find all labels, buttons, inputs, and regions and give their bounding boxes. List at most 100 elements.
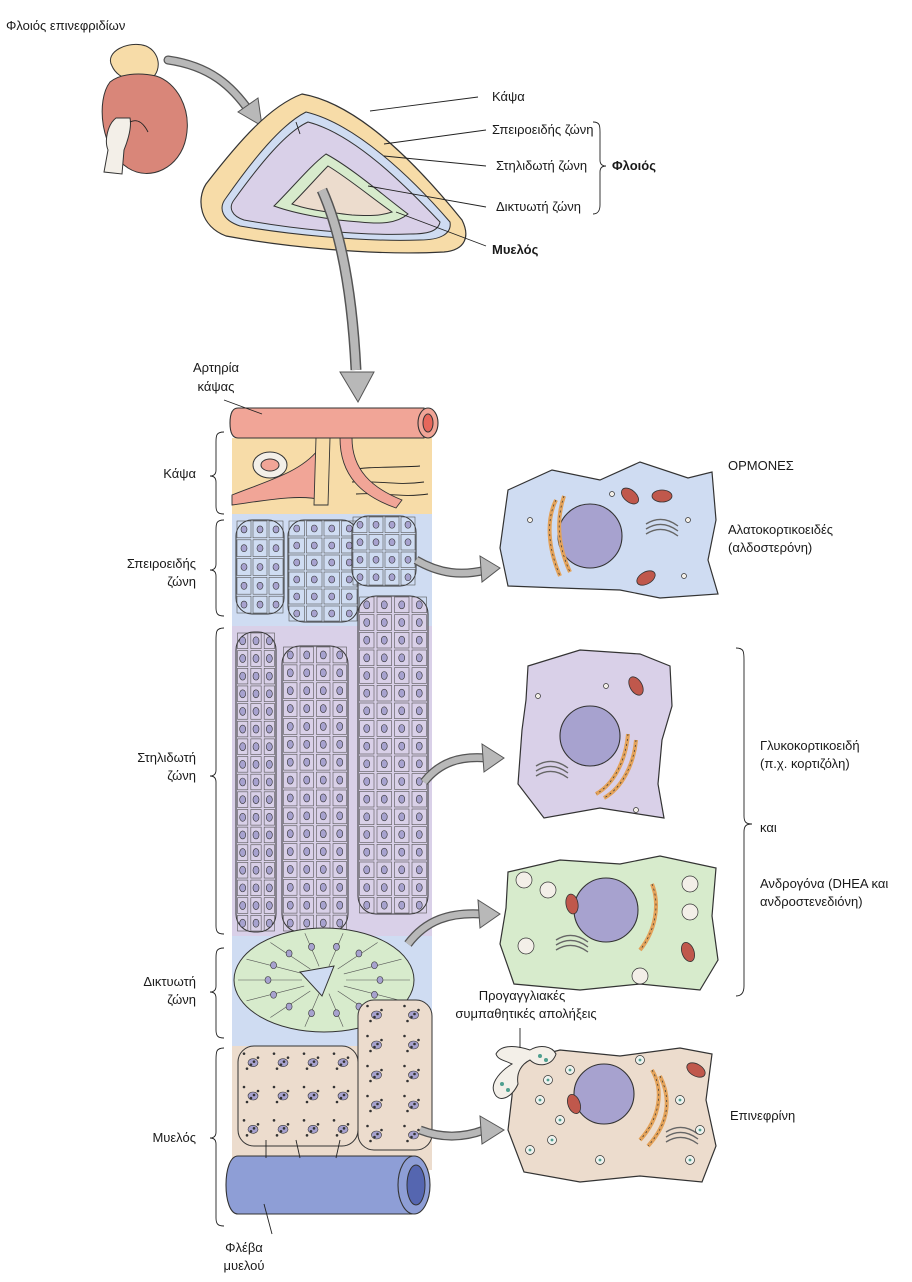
fasciculata-cell-outline	[250, 809, 262, 826]
fasciculata-nucleus	[336, 757, 344, 767]
fasciculata-cell-outline	[283, 700, 298, 717]
fasciculata-cell-outline	[299, 789, 314, 807]
medulla-granule	[406, 1019, 409, 1023]
glomerulosa-cell-outline	[306, 554, 323, 571]
glomerulosa-cell-outline	[288, 571, 305, 588]
medulla-granule	[279, 1063, 283, 1066]
fasciculata-cell-outline	[250, 844, 262, 861]
glomerulosa-nucleus	[256, 600, 264, 609]
fasciculata-cell-outline	[359, 614, 375, 631]
label-androgens-1: Ανδρογόνα (DHEA και	[760, 876, 888, 891]
fasciculata-nucleus	[266, 848, 273, 857]
fasciculata-nucleus	[415, 883, 423, 892]
fasciculata-nucleus	[363, 900, 371, 910]
fasciculata-cell-outline	[263, 791, 275, 808]
fasciculata-nucleus	[252, 918, 260, 928]
glomerulosa-nucleus	[293, 609, 301, 618]
glomerulosa-nucleus	[256, 563, 264, 571]
fasciculata-cell-outline	[299, 718, 314, 735]
fasciculata-nucleus	[266, 742, 273, 752]
fasciculata-cell-outline	[250, 773, 262, 791]
medulla-nucleus	[277, 1091, 289, 1101]
fasciculata-nucleus	[336, 883, 344, 892]
glomerulosa-nucleus	[240, 544, 248, 553]
fasciculata-cell-outline	[250, 632, 262, 649]
reticularis-nucleus	[333, 943, 340, 951]
medulla-granule	[312, 1093, 316, 1097]
fasciculata-cell-outline	[237, 791, 249, 808]
medulla-granule	[249, 1063, 253, 1066]
glomerulosa-cell-outline	[352, 569, 368, 586]
fasciculata-nucleus	[319, 883, 327, 892]
vesicle-core	[550, 1138, 554, 1142]
fasciculata-cell-outline	[283, 896, 298, 914]
glomerulosa-nucleus	[404, 520, 412, 529]
fasciculata-nucleus	[363, 812, 371, 822]
glomerulosa-cell-outline	[323, 554, 340, 571]
vesicle-core	[538, 1098, 542, 1102]
fasciculata-cell-outline	[316, 753, 331, 771]
fasciculata-cell-outline	[283, 646, 298, 664]
fasciculata-cell-outline	[283, 682, 298, 699]
glomerulosa-cell-outline	[268, 595, 284, 614]
fasciculata-nucleus	[303, 883, 311, 892]
fasciculata-cell-outline	[332, 861, 347, 878]
vesicle	[517, 937, 535, 955]
glomerulosa-cell-outline	[384, 516, 400, 533]
fasciculata-cell-outline	[237, 879, 249, 897]
medulla-granule	[316, 1123, 320, 1126]
glomerulosa-cell-outline	[306, 520, 323, 537]
reticularis-nucleus	[376, 976, 384, 984]
zone-to-cell-arrows	[404, 555, 505, 1145]
glomerulosa-nucleus	[293, 541, 301, 550]
glomerulosa-cell	[499, 461, 719, 599]
medulla-nucleus	[307, 1125, 319, 1134]
fasciculata-cell-outline	[316, 664, 331, 682]
glomerulosa-nucleus	[372, 538, 380, 547]
medulla-nucleus	[337, 1125, 349, 1134]
reticularis-nucleus	[333, 1009, 340, 1017]
medulla-granule	[279, 1130, 283, 1133]
fasciculata-nucleus	[286, 847, 294, 856]
fasciculata-nucleus	[319, 757, 327, 767]
medulla-granule	[339, 1063, 343, 1066]
label-medulla-column: Μυελός	[152, 1130, 196, 1145]
fasciculata-cell-outline	[299, 700, 314, 717]
fasciculata-cell-outline	[237, 667, 249, 685]
fasciculata-nucleus	[380, 794, 388, 804]
fasciculata-cell-outline	[237, 685, 249, 702]
fasciculata-cell-outline	[250, 650, 262, 667]
medulla-granule	[316, 1089, 320, 1093]
medulla-nucleus	[247, 1125, 259, 1134]
fasciculata-nucleus	[398, 671, 406, 680]
fasciculata-nucleus	[380, 635, 388, 645]
fasciculata-nucleus	[303, 775, 311, 785]
medulla-granule	[376, 1012, 379, 1016]
fasciculata-cell-outline	[359, 738, 375, 755]
medulla-granule	[369, 1139, 372, 1143]
fasciculata-cell-outline	[283, 736, 298, 753]
medulla-granule	[373, 1045, 376, 1049]
glomerulosa-nucleus	[404, 538, 412, 547]
glomerulosa-cluster	[351, 515, 417, 587]
vesicle-core	[528, 1148, 532, 1152]
fasciculata-cell-outline	[237, 862, 249, 879]
fasciculata-nucleus	[319, 918, 327, 928]
medulla-granule	[410, 1015, 413, 1019]
fasciculata-cell-outline	[394, 614, 410, 631]
vesicle	[685, 517, 691, 523]
medulla-granule	[286, 1123, 290, 1126]
glomerulosa-cell-outline	[236, 520, 252, 539]
fasciculata-cell-outline	[359, 702, 375, 719]
fasciculata-nucleus	[363, 794, 371, 804]
fasciculata-cell-outline	[376, 738, 392, 755]
fasciculata-cell-outline	[299, 807, 314, 825]
glucocorticoid-androgen-brace	[735, 647, 753, 997]
reticularis-nucleus	[371, 990, 378, 999]
vesicle-core	[546, 1078, 550, 1082]
medulla-granule	[373, 1015, 376, 1019]
medulla-granule	[346, 1056, 350, 1059]
fasciculata-cell-outline	[359, 844, 375, 861]
fasciculata-nucleus	[415, 777, 423, 786]
vesicle	[535, 693, 541, 699]
